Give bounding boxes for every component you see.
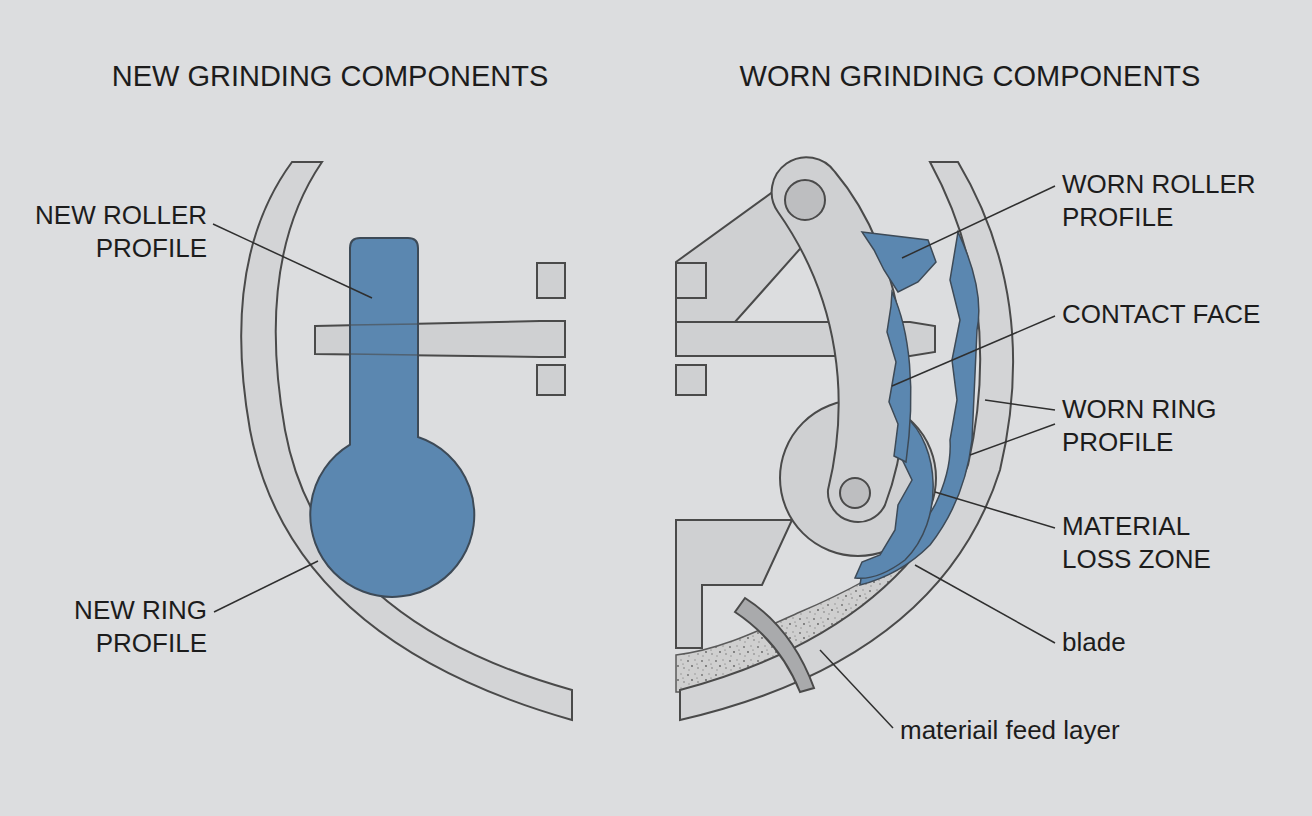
grinding-ring [241,162,572,720]
leader-line [935,492,1055,528]
part-label-box: blade [1062,626,1262,659]
part-label: blade [1062,627,1126,657]
pivot-pin [840,478,870,508]
bolt-block [537,263,565,298]
pivot-pin [785,180,825,220]
part-label: NEW ROLLER PROFILE [35,200,207,263]
part-label-box: WORN RING PROFILE [1062,393,1274,458]
part-label-box: CONTACT FACE [1062,298,1302,331]
panel-title-box: NEW GRINDING COMPONENTS [80,58,580,94]
part-label: materiail feed layer [900,715,1120,745]
part-label: WORN ROLLER PROFILE [1062,169,1256,232]
part-label: MATERIAL LOSS ZONE [1062,511,1211,574]
part-label-box: MATERIAL LOSS ZONE [1062,510,1244,575]
bolt-block [676,263,706,298]
leader-line [915,565,1055,643]
bolt-block [537,365,565,395]
roller-shaft-bar-front [350,324,418,325]
leader-line [214,561,318,612]
part-label: NEW RING PROFILE [74,595,207,658]
leader-line [985,400,1055,410]
roller-shaft-bar-front [350,354,418,355]
leader-line [902,186,1055,258]
part-label-box: materiail feed layer [900,714,1200,747]
part-label: WORN RING PROFILE [1062,394,1217,457]
new-roller [310,238,474,597]
panel-title: WORN GRINDING COMPONENTS [740,60,1201,92]
roller-arm [772,157,906,522]
panel-title: NEW GRINDING COMPONENTS [112,60,549,92]
blade-symbol [735,598,814,692]
leader-line [892,316,1055,386]
leader-line [213,224,372,298]
part-label-box: NEW ROLLER PROFILE [12,199,207,264]
leader-line [820,650,893,728]
part-label-box: NEW RING PROFILE [12,594,207,659]
leader-line [970,424,1055,455]
contact-face [887,292,911,462]
part-label: CONTACT FACE [1062,299,1260,329]
bolt-block [676,365,706,395]
panel-title-box: WORN GRINDING COMPONENTS [710,58,1230,94]
part-label-box: WORN ROLLER PROFILE [1062,168,1274,233]
worn-roller-profile [862,232,936,292]
